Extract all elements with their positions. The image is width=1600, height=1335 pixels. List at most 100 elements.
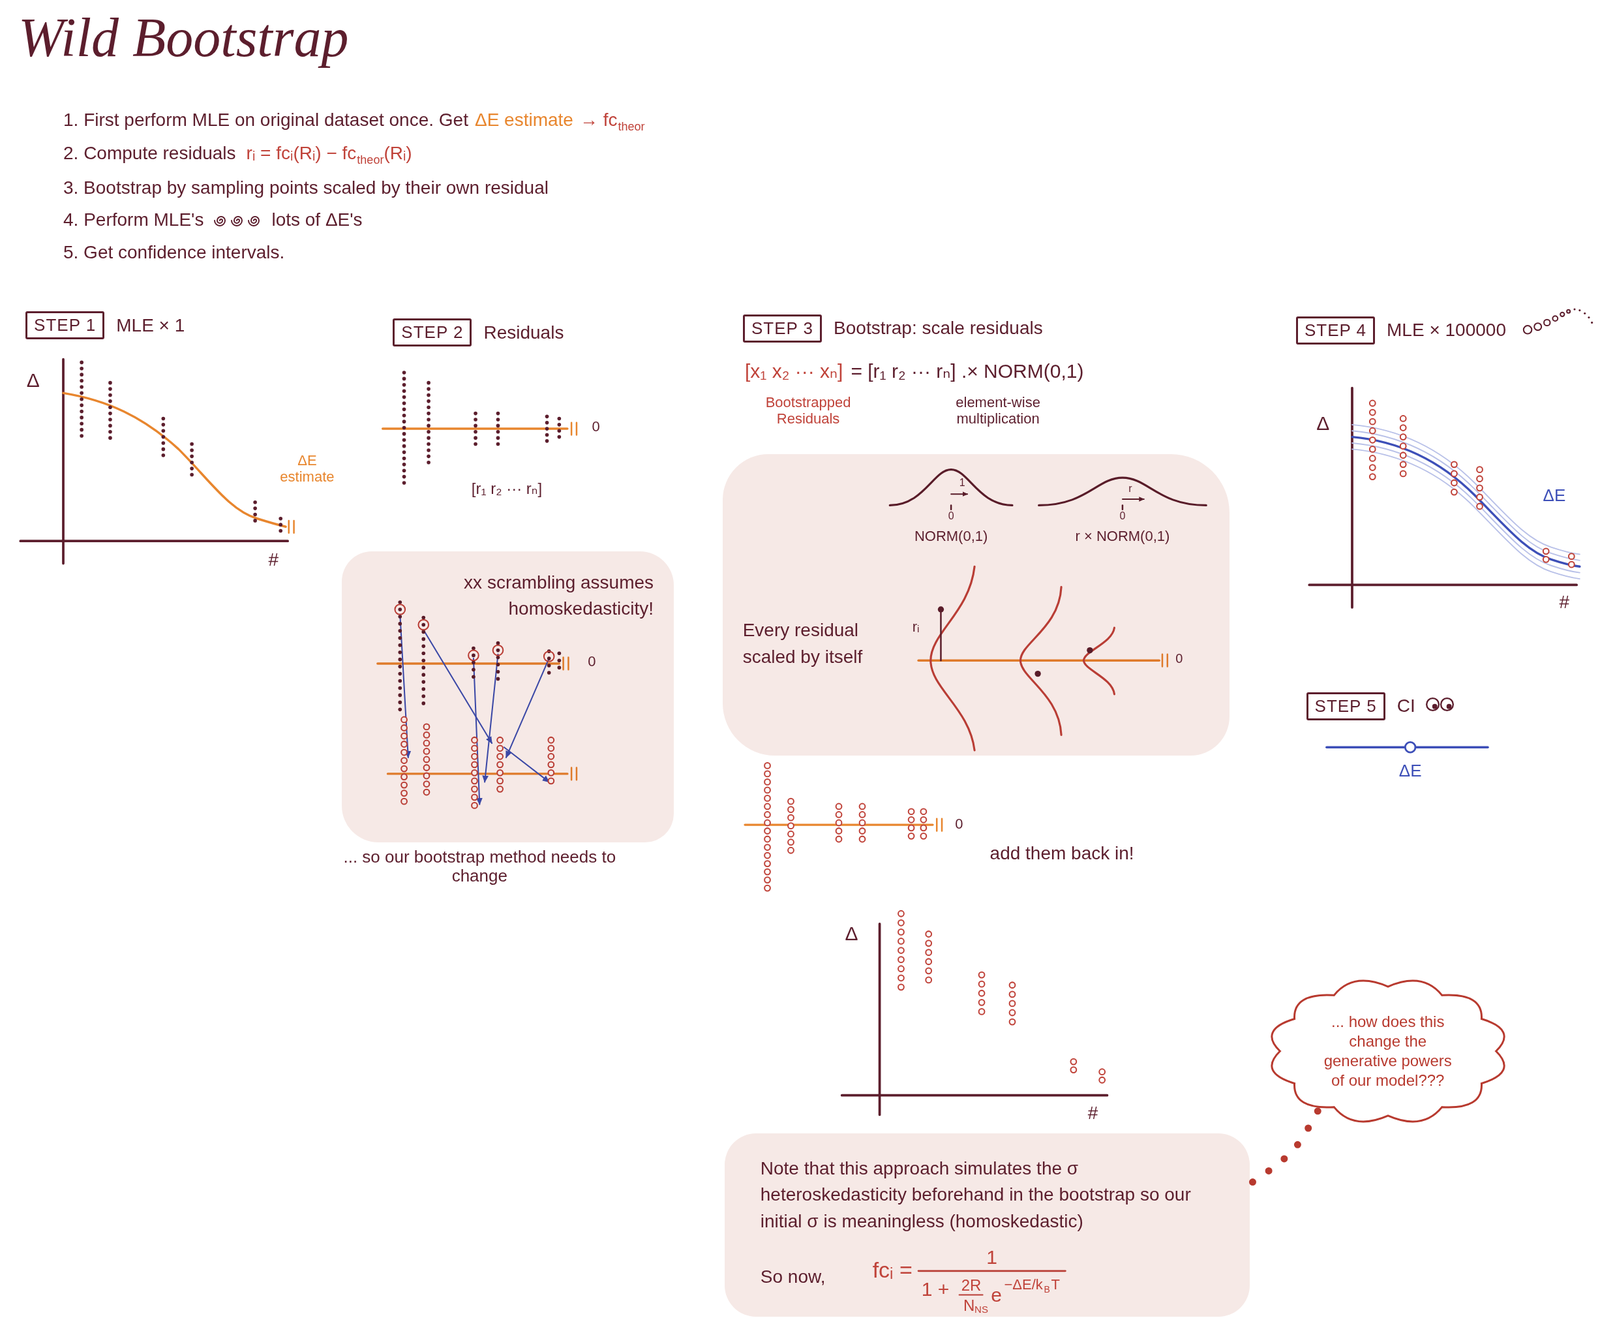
label-holder: theor <box>356 153 384 167</box>
bootstrap-point <box>787 798 794 805</box>
bootstrap-point <box>1369 409 1376 416</box>
data-point <box>402 480 407 485</box>
exponent: −ΔE/k <box>1003 1275 1043 1293</box>
axis-label: # <box>268 549 279 570</box>
note-label: ... so our bootstrap method needs to cha… <box>343 846 616 886</box>
list-item: → fc <box>579 109 618 130</box>
data-point <box>79 397 84 402</box>
bootstrap-point <box>859 819 866 826</box>
data-point <box>426 393 431 398</box>
data-point <box>402 468 407 473</box>
data-point <box>253 500 257 505</box>
data-point <box>161 447 166 452</box>
data-point <box>161 422 166 427</box>
list-item: 1. First perform MLE on original dataset… <box>63 109 469 130</box>
data-point <box>496 442 501 447</box>
data-point <box>108 380 113 385</box>
panel-note: Every residual scaled by itself <box>742 617 900 670</box>
bootstrap-point <box>1009 1009 1016 1016</box>
formula-part: 2R <box>961 1275 982 1294</box>
label-holder: ... so our bootstrap method needs to cha… <box>326 847 633 887</box>
label-holder: ΔE <box>1399 761 1422 781</box>
label-holder: theor <box>618 120 646 134</box>
note-panel: Every residual scaled by itself <box>722 453 1231 756</box>
data-point <box>108 386 113 391</box>
thought-cloud: ... how does this change the generative … <box>1267 975 1509 1126</box>
label-holder: ΔE estimate <box>474 109 574 131</box>
data-point <box>402 370 407 375</box>
residual-vector: [r₁ r₂ ··· rₙ] <box>471 479 543 498</box>
step-number: STEP 1 <box>25 311 105 340</box>
bootstrap-point <box>979 990 985 997</box>
bootstrap-point <box>764 819 771 826</box>
bootstrap-fit <box>1352 424 1580 555</box>
label-holder: r <box>1128 482 1132 495</box>
curve-label: ΔE estimate <box>279 452 334 485</box>
bootstrap-point <box>764 770 771 777</box>
panel-note: xx scrambling assumes homoskedasticity! <box>379 569 654 623</box>
data-point <box>108 399 113 404</box>
bootstrap-point <box>764 762 771 769</box>
bootstrap-point <box>1099 1076 1105 1083</box>
bootstrap-point <box>764 836 771 843</box>
label-holder: [r₁ r₂ ··· rₙ] <box>471 479 543 498</box>
step-heading: CI <box>1397 695 1416 717</box>
label-holder: ΔE estimate <box>271 452 344 486</box>
label-holder: # <box>1559 591 1570 613</box>
bootstrap-point <box>1369 418 1376 425</box>
data-point <box>545 438 550 443</box>
bootstrap-point <box>1369 437 1376 443</box>
bootstrap-point <box>787 847 794 854</box>
bootstrap-point <box>859 827 866 834</box>
fit-curve <box>63 392 286 527</box>
bootstrap-point <box>898 947 905 953</box>
note-label: add them back in! <box>990 842 1135 863</box>
bootstrap-point <box>1009 981 1016 988</box>
sd-label: 1 <box>959 476 966 488</box>
bootstrap-point <box>1400 470 1407 477</box>
thought-cloud-outline <box>1267 975 1509 1126</box>
curve-label: ΔE <box>1543 485 1567 505</box>
data-point <box>545 420 550 425</box>
bootstrap-point <box>1568 553 1575 559</box>
label-holder: 0 <box>591 418 600 435</box>
list-item: 4. Perform MLE's <box>63 209 204 230</box>
bootstrap-point <box>979 999 985 1006</box>
bootstrap-point <box>787 830 794 837</box>
bootstrap-point <box>1400 452 1407 458</box>
bootstrap-point <box>1451 461 1458 468</box>
plot-axes <box>20 359 288 564</box>
data-point <box>402 407 407 412</box>
bootstrap-point <box>1476 475 1483 482</box>
data-point <box>426 435 431 440</box>
label-holder: −ΔE/k <box>1003 1275 1043 1293</box>
bootstrap-point <box>898 974 905 981</box>
label-holder: # <box>268 549 279 571</box>
bootstrap-point <box>764 811 771 818</box>
axis-label: Δ <box>26 369 40 391</box>
data-point <box>473 435 478 440</box>
bootstrap-point <box>836 803 843 810</box>
spiral-doodles <box>211 209 264 232</box>
label-holder: add them back in! <box>990 842 1135 864</box>
data-point <box>496 423 501 428</box>
bootstrap-point <box>1451 470 1458 477</box>
trailing-dot <box>1573 307 1576 310</box>
trailing-zero <box>1523 325 1533 334</box>
data-point <box>496 417 501 422</box>
formula-part: = [r₁ r₂ ··· rₙ] .× NORM(0,1) <box>850 360 1084 382</box>
data-point <box>402 401 407 406</box>
data-point <box>189 472 194 477</box>
data-point <box>108 405 113 409</box>
bootstrap-point <box>1369 455 1376 462</box>
eye <box>1440 697 1454 711</box>
thought-text: ... how does this change the generative … <box>1319 1011 1457 1090</box>
bootstrap-fit <box>1352 430 1580 561</box>
label-holder: lots of ΔE's <box>271 209 363 231</box>
trailing-dot <box>1583 312 1586 315</box>
bootstrap-point <box>898 937 905 944</box>
bootstrap-point <box>764 778 771 785</box>
data-point <box>557 422 562 427</box>
list-item: 5. Get confidence intervals. <box>63 241 285 263</box>
formula-part: fcᵢ = <box>872 1256 913 1282</box>
